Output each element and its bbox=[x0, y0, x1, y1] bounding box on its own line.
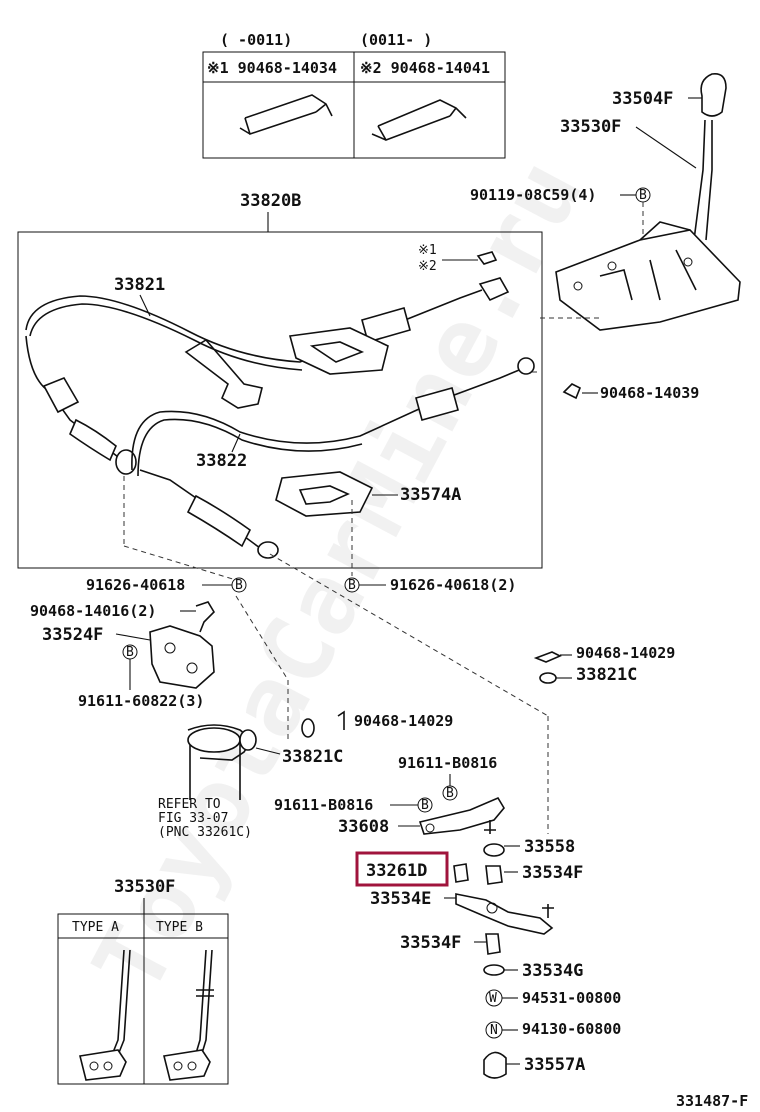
refer-line-3: (PNC 33261C) bbox=[158, 825, 252, 840]
label-33530F-top: 33530F bbox=[560, 117, 621, 137]
highlight-box-33261D bbox=[355, 851, 449, 887]
label-90119: 90119-08C59(4) bbox=[470, 186, 596, 204]
shift-base-icon bbox=[555, 229, 741, 331]
label-91626-left: 91626-40618 bbox=[86, 576, 185, 594]
lever-33534E-icon bbox=[455, 893, 554, 935]
marker-b-33524F: B bbox=[126, 645, 134, 660]
label-90468-14029-mid: 90468-14029 bbox=[354, 712, 453, 730]
washer-33821C-mid-icon bbox=[301, 718, 315, 738]
inset-col1-part: ※1 90468-14034 bbox=[207, 59, 337, 77]
part-33261D-icon bbox=[453, 863, 469, 883]
bracket-33524F-icon bbox=[149, 625, 215, 689]
label-33524F: 33524F bbox=[42, 625, 103, 645]
washer-33821C-right-icon bbox=[539, 672, 557, 684]
clip-90468-14039-icon bbox=[562, 383, 582, 400]
label-33534E: 33534E bbox=[370, 889, 431, 909]
label-33821C-mid: 33821C bbox=[282, 747, 343, 767]
label-33530F-bottom: 33530F bbox=[114, 877, 175, 897]
bushing-33558-icon bbox=[483, 843, 505, 857]
label-90468-14016: 90468-14016(2) bbox=[30, 602, 156, 620]
boot-33557A-icon bbox=[483, 1051, 507, 1079]
washer-33534G-icon bbox=[483, 964, 505, 976]
label-33821: 33821 bbox=[114, 275, 165, 295]
label-33558: 33558 bbox=[524, 837, 575, 857]
label-33821C-right: 33821C bbox=[576, 665, 637, 685]
lever-type-b-icon bbox=[193, 949, 213, 1061]
bushing-33534F-b-icon bbox=[485, 933, 501, 955]
label-90468-14029-right: 90468-14029 bbox=[576, 644, 675, 662]
marker-w: W bbox=[489, 991, 497, 1006]
label-33608: 33608 bbox=[338, 817, 389, 837]
cable-assembly-box bbox=[17, 231, 543, 569]
plate-33574A-icon bbox=[275, 471, 374, 517]
label-33504F: 33504F bbox=[612, 89, 673, 109]
refer-line-1: REFER TO bbox=[158, 797, 221, 812]
label-91611-B0816-b: 91611-B0816 bbox=[274, 796, 373, 814]
inset-col2-part: ※2 90468-14041 bbox=[360, 59, 490, 77]
box-note-1: ※1 bbox=[418, 243, 437, 258]
label-33534F-b: 33534F bbox=[400, 933, 461, 953]
clip-90468-14016-icon bbox=[195, 601, 216, 633]
inset-col1-header: ( -0011) bbox=[220, 31, 292, 49]
type-b-label: TYPE B bbox=[156, 920, 203, 935]
transmission-shaft bbox=[187, 724, 257, 800]
marker-b-91626-right: B bbox=[348, 578, 356, 593]
clip-type1-icon bbox=[239, 94, 333, 136]
refer-line-2: FIG 33-07 bbox=[158, 811, 228, 826]
label-33820B: 33820B bbox=[240, 191, 301, 211]
label-33557A: 33557A bbox=[524, 1055, 585, 1075]
inset-clip-table: ( -0011) (0011- ) ※1 90468-14034 ※2 9046… bbox=[202, 31, 506, 159]
label-90468-14039: 90468-14039 bbox=[600, 384, 699, 402]
type-variant-box: TYPE A TYPE B bbox=[57, 913, 229, 1085]
box-note-2: ※2 bbox=[418, 259, 437, 274]
cable-33821 bbox=[25, 277, 510, 475]
inset-col2-header: (0011- ) bbox=[360, 31, 432, 49]
label-91626-right: 91626-40618(2) bbox=[390, 576, 516, 594]
marker-b-90119: B bbox=[639, 188, 647, 203]
label-91611-60822: 91611-60822(3) bbox=[78, 692, 204, 710]
label-33574A: 33574A bbox=[400, 485, 461, 505]
lever-33608-icon bbox=[418, 796, 505, 835]
label-94531-00800: 94531-00800 bbox=[522, 989, 621, 1007]
figure-code: 331487-F bbox=[676, 1092, 748, 1110]
label-33822: 33822 bbox=[196, 451, 247, 471]
clip-90468-14029-mid-icon bbox=[337, 710, 345, 730]
label-33261D: 33261D bbox=[366, 861, 427, 881]
shift-knob-icon bbox=[700, 72, 727, 117]
clip-90468-14029-right-icon bbox=[533, 651, 562, 663]
marker-b-91611-b: B bbox=[421, 798, 429, 813]
cable-bracket-icon bbox=[288, 327, 389, 375]
marker-n: N bbox=[490, 1023, 498, 1038]
cable-33822 bbox=[131, 357, 535, 559]
type-a-label: TYPE A bbox=[72, 920, 119, 935]
bushing-33534F-a-icon bbox=[485, 865, 503, 885]
label-33534G: 33534G bbox=[522, 961, 583, 981]
label-33534F-a: 33534F bbox=[522, 863, 583, 883]
label-94130-60800: 94130-60800 bbox=[522, 1020, 621, 1038]
clip-type2-icon bbox=[371, 99, 467, 141]
label-91611-B0816-a: 91611-B0816 bbox=[398, 754, 497, 772]
marker-b-91626-left: B bbox=[235, 578, 243, 593]
marker-b-91611-a: B bbox=[446, 786, 454, 801]
shift-lever-assembly bbox=[555, 72, 741, 331]
